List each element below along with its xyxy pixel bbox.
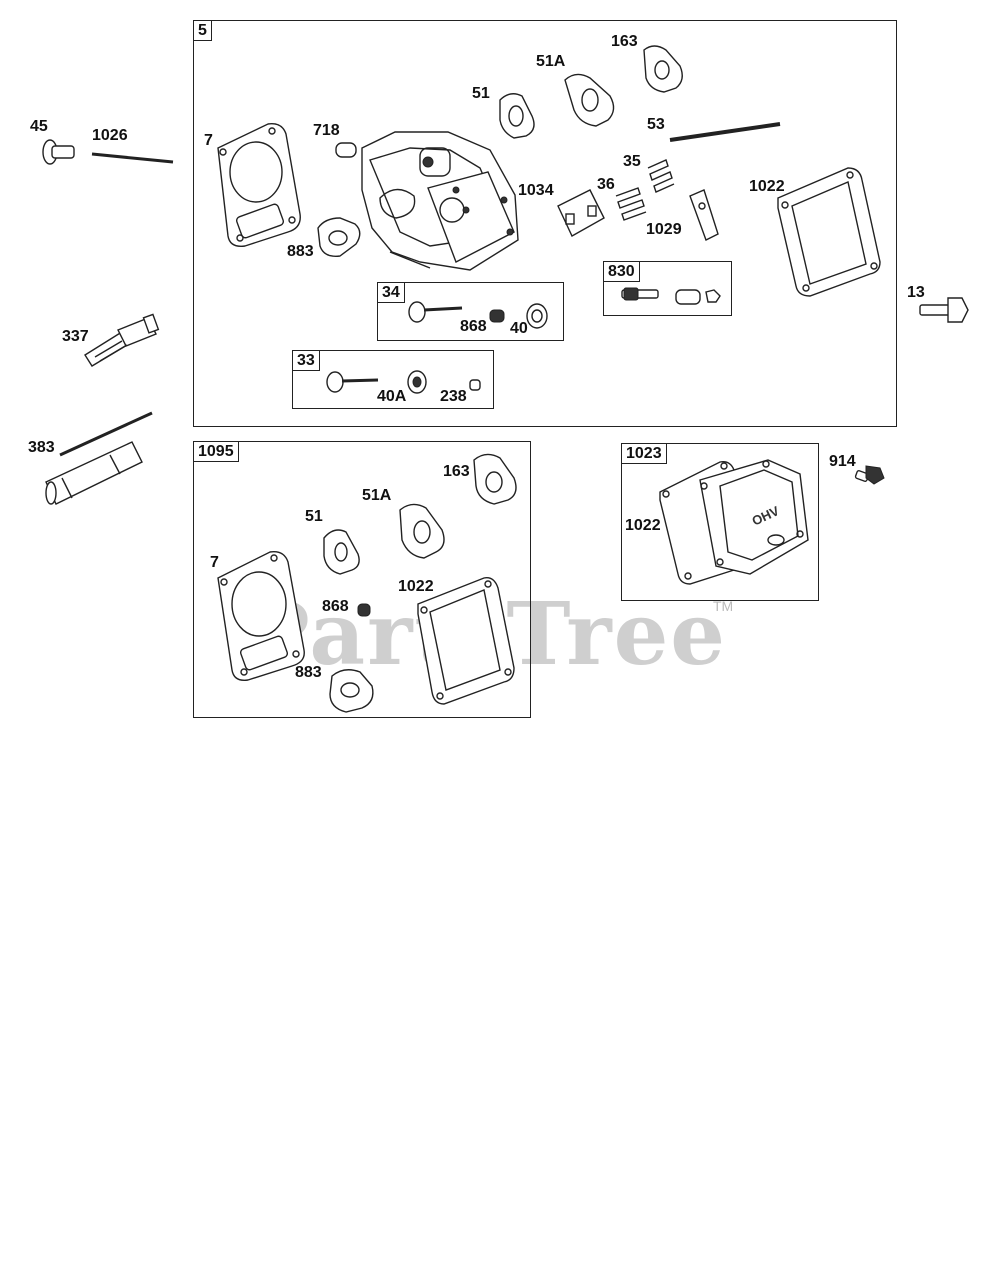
callout-883[interactable]: 883 [287,243,314,260]
callout-238[interactable]: 238 [440,388,467,405]
guide-plate-icon[interactable] [557,189,605,237]
kit-box-1023: 1023 [621,443,819,601]
kit-box-33: 33 [292,350,494,409]
callout-36[interactable]: 36 [597,176,615,193]
kit-box-830: 830 [603,261,732,316]
callout-1022[interactable]: 1022 [625,517,661,534]
kit-label-830: 830 [603,261,640,282]
callout-883[interactable]: 883 [295,664,322,681]
valve-cap-icon[interactable] [469,379,481,391]
callout-35[interactable]: 35 [623,153,641,170]
spring-icon[interactable] [615,187,647,221]
callout-53[interactable]: 53 [647,116,665,133]
callout-868[interactable]: 868 [322,598,349,615]
callout-51[interactable]: 51 [472,85,490,102]
stud-icon[interactable] [669,122,781,142]
gasket-icon[interactable] [317,217,361,257]
dowel-pin-icon[interactable] [335,142,357,158]
watermark-tm: TM [713,598,734,614]
head-gasket-icon[interactable] [217,123,301,247]
callout-51a[interactable]: 51A [362,487,392,504]
callout-383[interactable]: 383 [28,439,55,456]
rocker-arm-icon[interactable] [689,189,719,241]
callout-1034[interactable]: 1034 [518,182,554,199]
callout-40a[interactable]: 40A [377,388,407,405]
valve-icon[interactable] [326,371,379,393]
callout-1022[interactable]: 1022 [398,578,434,595]
spark-plug-icon[interactable] [84,313,160,367]
callout-718[interactable]: 718 [313,122,340,139]
callout-7[interactable]: 7 [210,554,219,571]
nut-icon[interactable] [705,289,721,303]
kit-label-1023: 1023 [621,443,667,464]
callout-163[interactable]: 163 [443,463,470,480]
pivot-icon[interactable] [675,289,701,305]
valve-retainer-icon[interactable] [526,303,548,329]
callout-51a[interactable]: 51A [536,53,566,70]
callout-13[interactable]: 13 [907,284,925,301]
spring-icon[interactable] [647,159,675,193]
bolt-icon[interactable] [919,297,969,323]
wrench-icon[interactable] [45,411,153,505]
kit-label-5: 5 [193,20,212,41]
valve-cover-icon[interactable]: OHV [699,459,809,575]
cover-gasket-icon[interactable] [417,577,515,705]
callout-1029[interactable]: 1029 [646,221,682,238]
valve-seal-icon[interactable] [489,309,505,323]
gasket-icon[interactable] [329,669,374,713]
head-gasket-icon[interactable] [217,551,305,681]
cylinder-head-icon[interactable] [361,131,519,271]
gasket-icon[interactable] [399,503,445,559]
callout-868[interactable]: 868 [460,318,487,335]
callout-914[interactable]: 914 [829,453,856,470]
kit-label-33: 33 [292,350,320,371]
callout-51[interactable]: 51 [305,508,323,525]
callout-337[interactable]: 337 [62,328,89,345]
callout-40[interactable]: 40 [510,320,528,337]
valve-seal-icon[interactable] [357,603,371,617]
kit-box-5: 5 [193,20,897,427]
kit-label-1095: 1095 [193,441,239,462]
adjusting-screw-icon[interactable] [621,287,659,301]
valve-icon[interactable] [408,301,463,323]
bolt-icon[interactable] [42,139,75,165]
kit-box-1095: 1095 [193,441,531,718]
valve-retainer-icon[interactable] [407,370,427,394]
callout-45[interactable]: 45 [30,118,48,135]
push-rod-icon[interactable] [91,152,174,164]
kit-label-34: 34 [377,282,405,303]
callout-1022[interactable]: 1022 [749,178,785,195]
gasket-icon[interactable] [323,529,360,575]
bolt-icon[interactable] [854,465,885,485]
gasket-icon[interactable] [473,453,517,505]
callout-7[interactable]: 7 [204,132,213,149]
gasket-icon[interactable] [564,73,615,127]
cover-gasket-icon[interactable] [777,167,881,297]
callout-163[interactable]: 163 [611,33,638,50]
kit-box-34: 34 [377,282,564,341]
callout-1026[interactable]: 1026 [92,127,128,144]
gasket-icon[interactable] [499,93,535,139]
gasket-icon[interactable] [643,45,683,93]
